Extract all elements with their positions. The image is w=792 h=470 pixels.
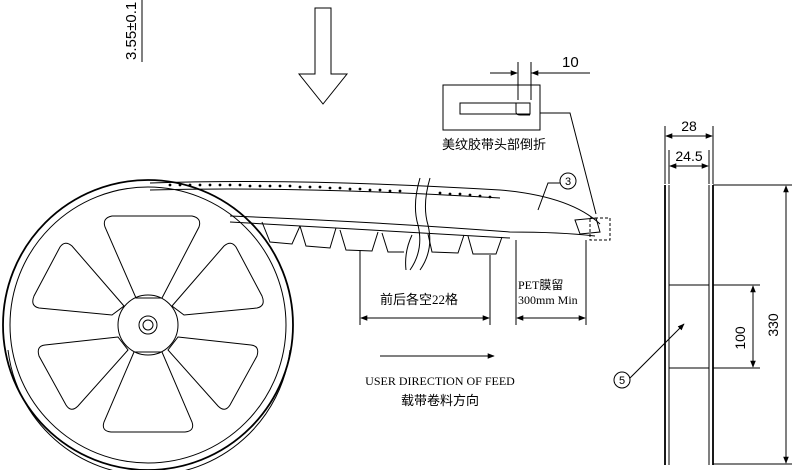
callout-3-label: 3: [565, 176, 571, 188]
empty-pockets-label: 前后各空22格: [380, 292, 458, 307]
feed-direction-cn: 载带卷料方向: [401, 393, 479, 408]
carrier-tape: [149, 177, 611, 271]
reel-cross-section: 28 24.5 100 330 5: [613, 118, 792, 465]
pet-film-dimension: PET膜留 300mm Min: [515, 240, 587, 325]
fold-caption: 美纹胶带头部倒折: [442, 137, 546, 152]
fold-detail: 10 美纹胶带头部倒折: [442, 54, 597, 215]
reel-side-view: [2, 179, 294, 470]
pet-film-line1: PET膜留: [518, 278, 563, 292]
callout-3: 3: [537, 172, 577, 211]
callout-5-label: 5: [619, 375, 625, 387]
feed-direction: USER DIRECTION OF FEED 载带卷料方向: [365, 353, 515, 408]
feed-direction-en: USER DIRECTION OF FEED: [365, 374, 515, 388]
reel-diameter-label: 330: [765, 313, 781, 337]
reel-width-inner-label: 24.5: [675, 148, 702, 164]
pet-film-line2: 300mm Min: [518, 293, 578, 307]
hub-diameter-label: 100: [732, 326, 748, 350]
thickness-label: 3.55±0.1: [123, 2, 140, 60]
empty-pockets-dimension: 前后各空22格: [359, 250, 491, 325]
reel-width-outer-label: 28: [681, 118, 697, 134]
fold-width-label: 10: [562, 54, 579, 71]
thickness-dimension: 3.55±0.1: [123, 0, 143, 62]
down-arrow-icon: [297, 7, 349, 105]
